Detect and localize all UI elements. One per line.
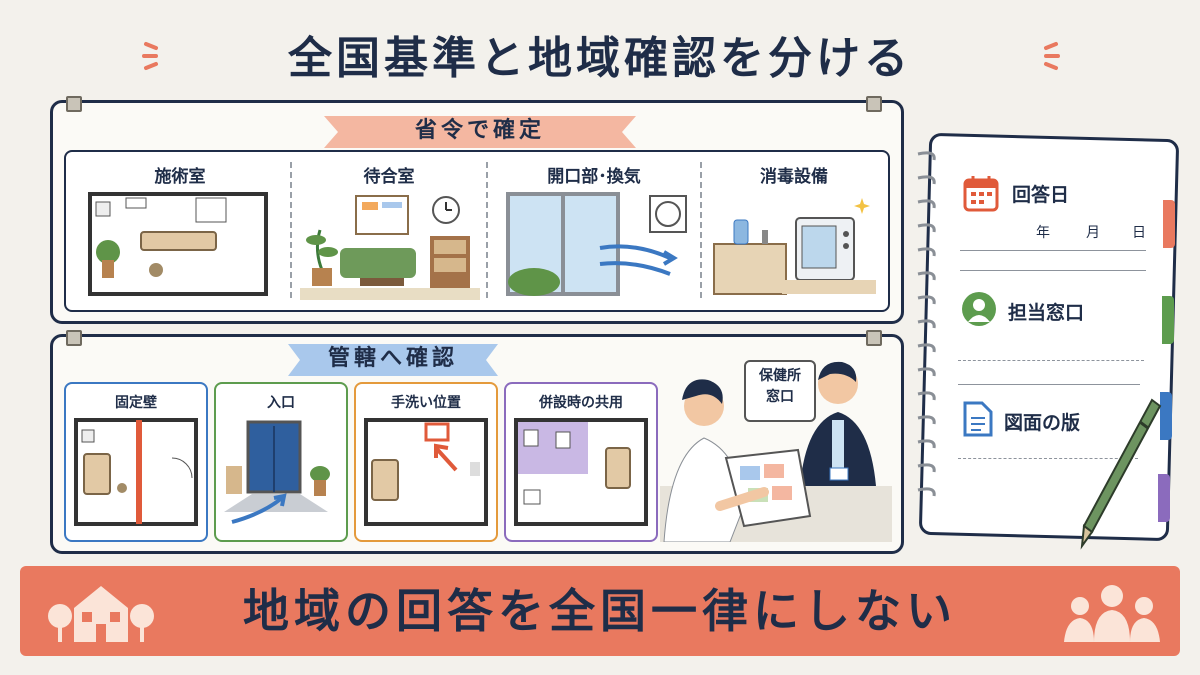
notebook-tab bbox=[1160, 392, 1172, 440]
ribbon-label-confirmed: 省令で確定 bbox=[414, 118, 545, 143]
shared-use-illustration bbox=[514, 418, 648, 526]
ribbon-bottom bbox=[288, 344, 498, 376]
date-day: 日 bbox=[1132, 225, 1146, 241]
people-icon bbox=[1064, 585, 1160, 642]
handwash-illustration bbox=[364, 418, 488, 526]
column-opening-ventilation: 開口部･換気 bbox=[547, 167, 641, 187]
pin-icon bbox=[66, 330, 82, 346]
column-treatment-room: 施術室 bbox=[154, 167, 206, 187]
health-center-sign bbox=[744, 360, 816, 422]
health-center-consultation-illustration bbox=[660, 361, 892, 542]
card-label-entrance: 入口 bbox=[267, 395, 295, 411]
card-label-shared-use: 併設時の共用 bbox=[539, 395, 623, 411]
waiting-room-illustration bbox=[300, 195, 480, 300]
calendar-icon bbox=[963, 176, 999, 212]
pen-icon bbox=[1080, 398, 1162, 550]
sign-line-1: 保健所 bbox=[759, 368, 801, 384]
person-icon bbox=[962, 292, 996, 326]
bottom-banner: 地域の回答を全国一律にしない bbox=[20, 566, 1180, 656]
ribbon-top bbox=[324, 116, 636, 148]
disinfection-illustration bbox=[713, 198, 876, 295]
answer-date-label: 回答日 bbox=[1012, 184, 1070, 206]
sparkle-icon bbox=[854, 198, 870, 214]
sparkle-icon bbox=[142, 42, 158, 70]
notebook-spiral bbox=[917, 151, 936, 497]
column-disinfection: 消毒設備 bbox=[760, 167, 828, 187]
drawing-version-label: 図面の版 bbox=[1004, 412, 1081, 434]
banner-message: 地域の回答を全国一律にしない bbox=[243, 584, 957, 638]
notebook-tab bbox=[1162, 296, 1174, 344]
sign-line-2: 窓口 bbox=[766, 389, 794, 405]
pin-icon bbox=[866, 96, 882, 112]
card-label-fixed-wall: 固定壁 bbox=[115, 395, 157, 411]
sparkle-icon bbox=[1044, 42, 1060, 70]
page-title: 全国基準と地域確認を分ける bbox=[288, 33, 912, 84]
health-center-sign-text: 保健所 窓口 bbox=[744, 366, 816, 408]
date-year: 年 bbox=[1036, 225, 1050, 241]
fixed-wall-illustration bbox=[74, 418, 198, 526]
notebook-line bbox=[958, 458, 1138, 459]
card-label-handwash: 手洗い位置 bbox=[391, 395, 461, 411]
notebook-line bbox=[960, 270, 1146, 271]
notebook-line bbox=[958, 360, 1144, 361]
ribbon-label-check-jurisdiction: 管轄へ確認 bbox=[327, 346, 458, 371]
window-ventilation-illustration bbox=[506, 192, 687, 296]
date-month: 月 bbox=[1086, 225, 1100, 241]
notebook-line bbox=[958, 384, 1140, 385]
notebook-line bbox=[960, 250, 1146, 251]
notebook-tab bbox=[1163, 200, 1175, 248]
document-icon bbox=[963, 401, 993, 437]
pin-icon bbox=[866, 330, 882, 346]
notebook-tab bbox=[1158, 474, 1170, 522]
column-waiting-room: 待合室 bbox=[363, 167, 415, 187]
entrance-illustration bbox=[224, 420, 330, 524]
pin-icon bbox=[66, 96, 82, 112]
treatment-room-illustration bbox=[88, 192, 268, 296]
contact-label: 担当窓口 bbox=[1008, 302, 1085, 324]
house-icon bbox=[48, 586, 154, 642]
